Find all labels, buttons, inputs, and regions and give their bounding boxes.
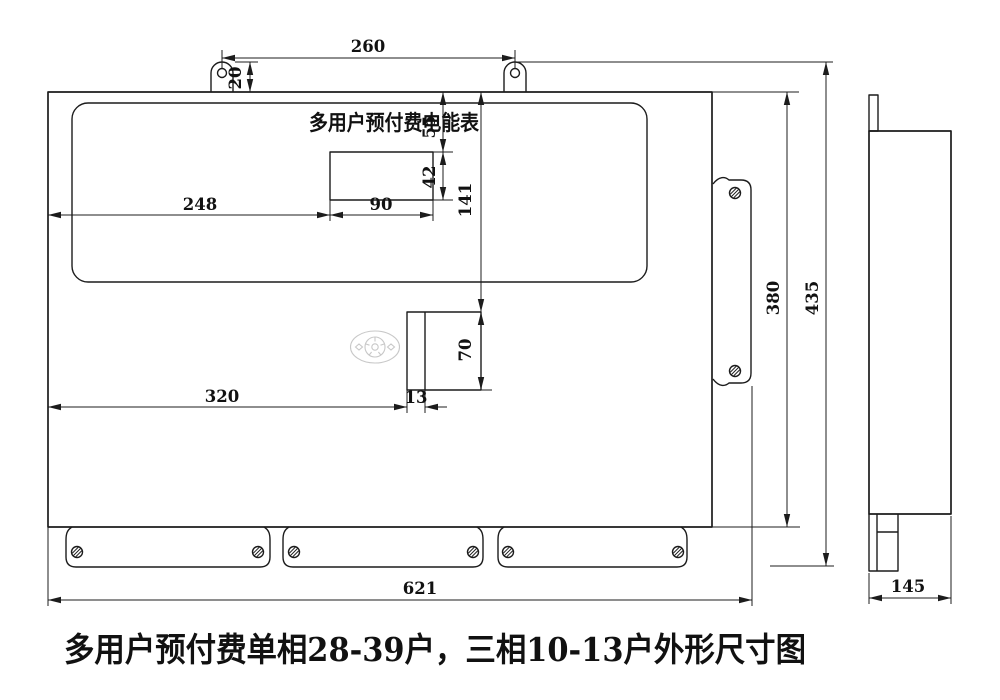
terminal-cover [497, 526, 688, 568]
dimension-annotations: 260 20 55 42 141 248 90 70 320 13 621 38… [47, 37, 952, 606]
screw-icon [728, 364, 742, 378]
dim-label-141: 141 [456, 183, 475, 217]
meter-title-label: 多用户预付费电能表 [309, 111, 480, 135]
dim-label-248: 248 [183, 195, 217, 214]
display-window [329, 151, 434, 201]
dim-label-42: 42 [420, 166, 439, 189]
upper-panel [71, 102, 648, 283]
dim-label-435: 435 [803, 281, 822, 315]
dim-label-320: 320 [205, 387, 239, 406]
dim-label-70: 70 [456, 339, 475, 362]
dim-label-13: 13 [405, 388, 428, 407]
dim-label-380: 380 [764, 281, 783, 315]
bottom-terminal-covers [65, 526, 688, 568]
dim-label-260: 260 [351, 37, 385, 56]
side-hinge-rail [712, 176, 752, 387]
drawing-caption: 多用户预付费单相28-39户，三相10-13户外形尺寸图 [64, 630, 806, 669]
screw-icon [728, 186, 742, 200]
dim-label-20: 20 [226, 67, 245, 90]
dimension-arrows [48, 54, 951, 604]
enclosure-body [47, 91, 713, 528]
terminal-cover [65, 526, 271, 568]
side-view [868, 94, 952, 572]
dim-label-55: 55 [420, 116, 439, 139]
front-view: 多用户预付费电能表 [47, 61, 752, 568]
brand-watermark-icon [349, 330, 401, 364]
screw-icon [70, 545, 84, 559]
screw-icon [501, 545, 515, 559]
dim-label-621: 621 [403, 579, 437, 598]
screw-icon [251, 545, 265, 559]
terminal-cover [282, 526, 484, 568]
screw-icon [671, 545, 685, 559]
side-terminal-step [868, 514, 899, 572]
dim-label-145: 145 [891, 577, 925, 596]
screw-icon [287, 545, 301, 559]
screw-icon [466, 545, 480, 559]
dim-label-90: 90 [370, 195, 393, 214]
side-body [868, 130, 952, 515]
side-mounting-ear [868, 94, 879, 132]
